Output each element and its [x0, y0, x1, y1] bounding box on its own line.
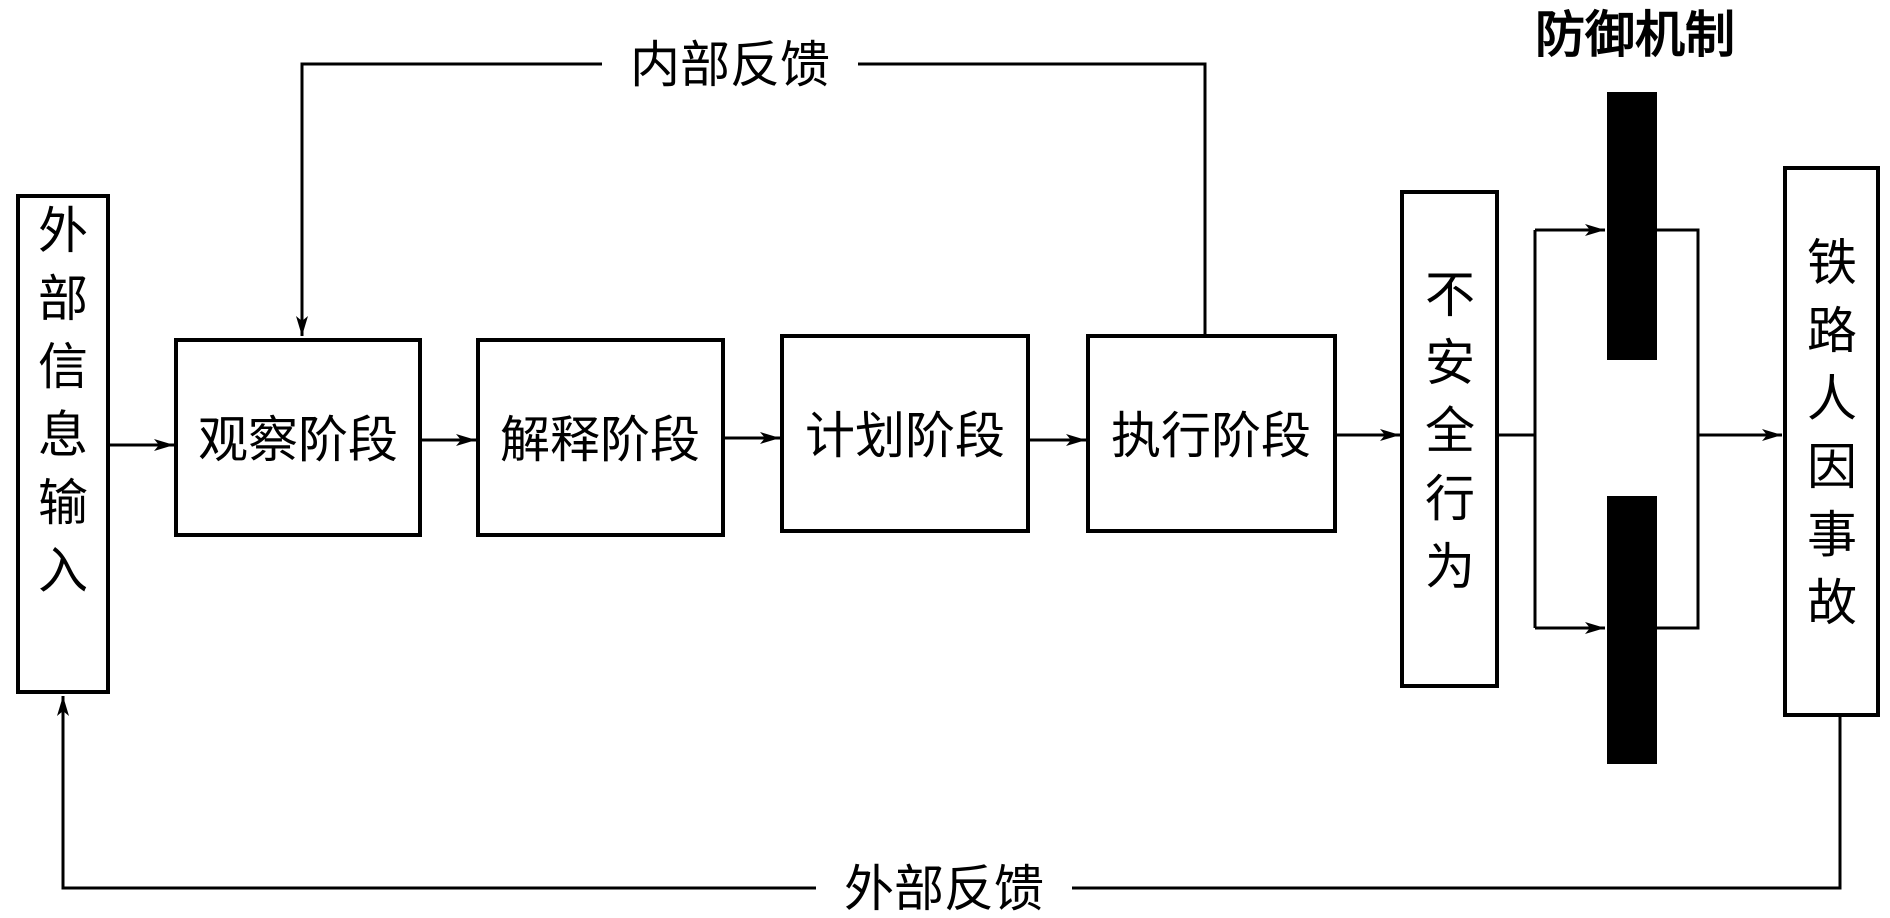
vertical-char: 铁: [1807, 234, 1857, 292]
vertical-char: 安: [1425, 334, 1475, 392]
vertical-char: 不: [1425, 266, 1475, 324]
vertical-char: 外: [38, 202, 88, 260]
plan-label: 计划阶段: [805, 407, 1005, 465]
external-feedback-line-right: [1072, 715, 1842, 890]
execute-box: [1086, 334, 1337, 533]
lower-defense-barrier: [1607, 496, 1657, 764]
accident-label: 铁路人因事故: [1807, 234, 1857, 632]
branch-line: [1497, 230, 1537, 628]
unsafe-act-box: [1400, 190, 1499, 688]
defense-label: 防御机制: [1535, 6, 1735, 64]
vertical-char: 因: [1807, 438, 1857, 496]
external-input-label: 外部信息输入: [38, 202, 88, 600]
observe-box: [174, 338, 422, 537]
accident-box: [1783, 166, 1880, 717]
vertical-char: 入: [38, 542, 88, 600]
vertical-char: 路: [1807, 302, 1857, 360]
vertical-char: 信: [38, 338, 88, 396]
observe-label: 观察阶段: [198, 411, 398, 469]
internal-feedback-line: [858, 62, 1207, 338]
vertical-char: 故: [1807, 574, 1857, 632]
unsafe-act-label: 不安全行为: [1425, 266, 1475, 596]
interpret-box: [476, 338, 725, 537]
external-input-box: [16, 194, 110, 694]
internal-feedback-label: 内部反馈: [630, 36, 830, 94]
vertical-char: 息: [38, 406, 88, 464]
vertical-char: 输: [38, 474, 88, 532]
execute-label: 执行阶段: [1111, 407, 1311, 465]
interpret-label: 解释阶段: [500, 411, 700, 469]
vertical-char: 行: [1425, 470, 1475, 528]
internal-feedback-line-left: [296, 62, 602, 336]
merge-line: [1657, 228, 1700, 630]
vertical-char: 部: [38, 270, 88, 328]
vertical-char: 事: [1807, 506, 1857, 564]
vertical-char: 为: [1425, 538, 1475, 596]
upper-defense-barrier: [1607, 92, 1657, 360]
external-feedback-line-left: [57, 696, 816, 890]
plan-box: [780, 334, 1030, 533]
vertical-char: 人: [1807, 370, 1857, 428]
vertical-char: 全: [1425, 402, 1475, 460]
external-feedback-label: 外部反馈: [844, 860, 1044, 918]
